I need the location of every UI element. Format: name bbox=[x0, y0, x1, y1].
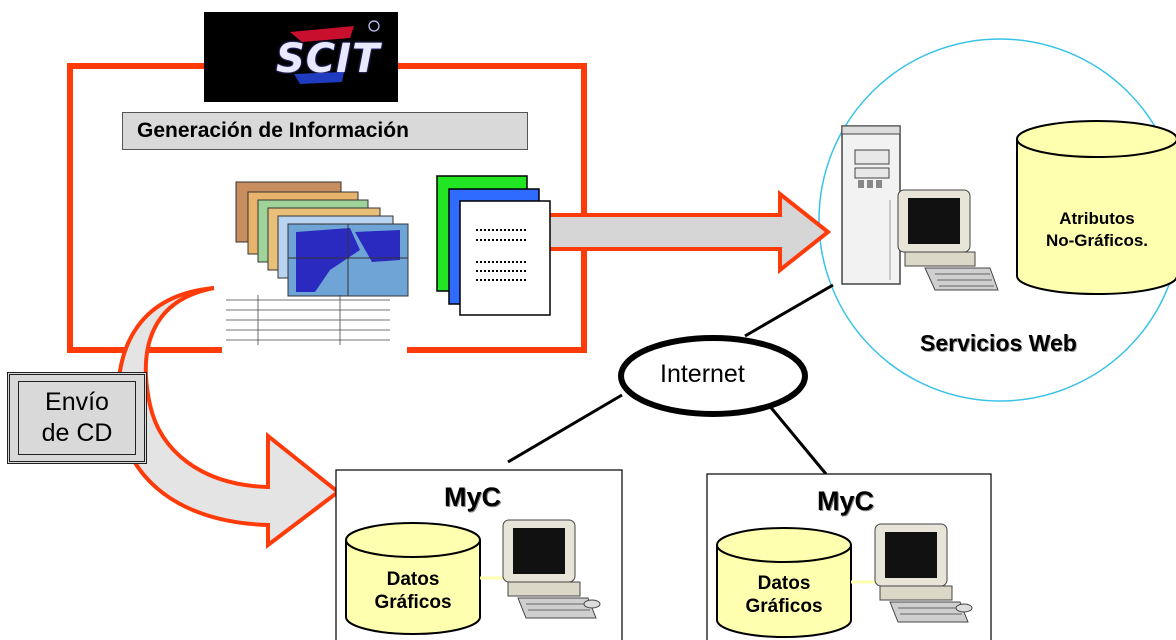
scit-logo: SCIT bbox=[204, 12, 398, 102]
link-web-internet bbox=[744, 283, 834, 338]
client1-db-line2: Gráficos bbox=[374, 592, 452, 613]
attributes-db-line2: No-Gráficos. bbox=[1045, 231, 1149, 250]
server-tower-icon bbox=[841, 125, 901, 285]
client2-db-label: Datos Gráficos bbox=[719, 572, 849, 618]
cd-shipping-box: Envío de CD bbox=[7, 372, 147, 464]
cd-shipping-line1: Envío bbox=[45, 388, 109, 416]
generation-label: Generación de Información bbox=[122, 112, 528, 150]
cd-shipping-line2: de CD bbox=[41, 419, 113, 448]
attributes-database-icon bbox=[1016, 120, 1176, 295]
arrow-to-web-services bbox=[543, 189, 832, 275]
client2-database-icon bbox=[716, 527, 852, 638]
attributes-db-line1: Atributos bbox=[1059, 209, 1135, 228]
link-internet-client1 bbox=[507, 393, 623, 464]
client2-db-line1: Datos bbox=[757, 573, 811, 594]
internet-ellipse bbox=[618, 335, 808, 417]
client2-db-line2: Gráficos bbox=[745, 596, 823, 617]
client1-db-label: Datos Gráficos bbox=[348, 568, 478, 614]
client1-title: MyC bbox=[444, 482, 502, 512]
client1-db-line1: Datos bbox=[386, 569, 440, 590]
web-services-label: Servicios Web bbox=[920, 330, 1077, 356]
maps-stack-thumbnail bbox=[222, 180, 409, 375]
scit-logo-mark bbox=[290, 20, 380, 84]
scit-logo-text: SCIT bbox=[276, 36, 381, 82]
internet-label: Internet bbox=[660, 360, 745, 388]
link-internet-client2 bbox=[766, 403, 828, 475]
client2-computer-icon bbox=[874, 523, 973, 623]
server-monitor-icon bbox=[897, 189, 999, 291]
client1-database-icon bbox=[345, 522, 481, 635]
attributes-db-label: Atributos No-Gráficos. bbox=[1022, 208, 1172, 252]
client1-computer-icon bbox=[502, 519, 601, 619]
curved-arrow-to-client bbox=[115, 286, 342, 550]
client2-title: MyC bbox=[817, 486, 875, 516]
documents-stack bbox=[436, 175, 551, 316]
